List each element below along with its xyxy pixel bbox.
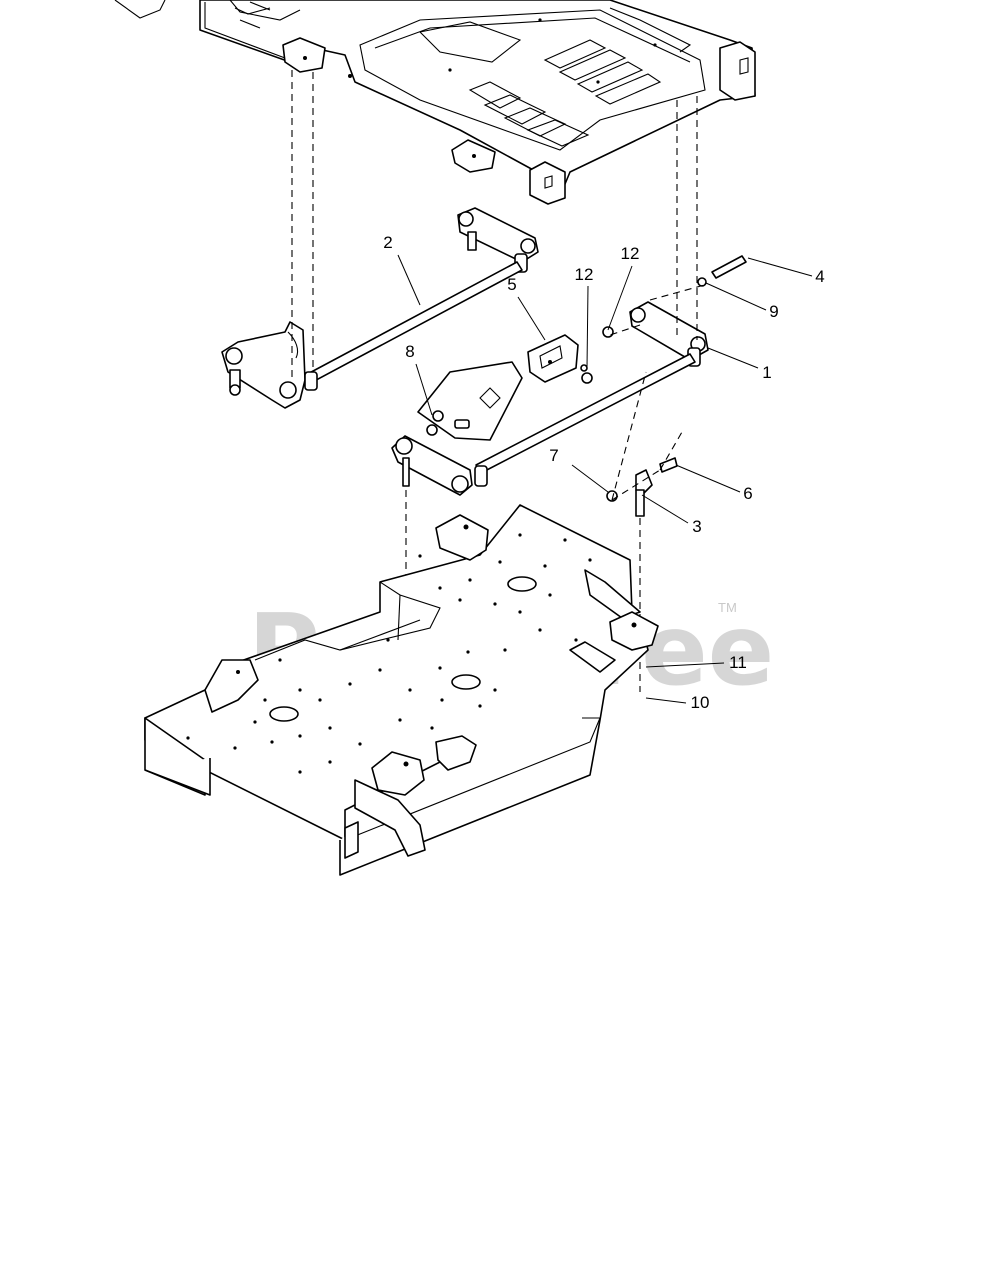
callout-c11: 11	[729, 653, 747, 672]
callout-labels: 2 5 12 12 4 9 1 8 7 6 3 11 10	[383, 233, 824, 712]
callout-c3: 3	[692, 517, 701, 536]
callout-c8: 8	[405, 342, 414, 361]
callout-c6: 6	[743, 484, 752, 503]
leader-line-c4	[747, 257, 813, 277]
leader-line-c10	[645, 697, 687, 704]
callout-c10: 10	[691, 693, 710, 712]
chassis-frame	[114, 0, 756, 205]
leader-line-c12b	[607, 265, 633, 331]
hanger-arm-assembly-left	[221, 207, 539, 409]
leader-line-c7	[571, 464, 609, 493]
hanger-arm-assembly-right	[391, 255, 747, 517]
leader-line-c6	[675, 464, 741, 493]
leader-line-c1	[707, 347, 759, 369]
watermark-trademark: TM	[718, 600, 737, 615]
callout-c4: 4	[815, 267, 824, 286]
deck-dots	[186, 533, 592, 774]
callout-c5: 5	[507, 275, 516, 294]
callout-c2: 2	[383, 233, 392, 252]
callout-c7: 7	[549, 446, 558, 465]
leader-line-c5	[517, 296, 546, 341]
leader-line-c2	[397, 254, 421, 306]
callout-c12a: 12	[575, 265, 594, 284]
leader-line-c12a	[586, 285, 589, 369]
callout-c12b: 12	[621, 244, 640, 263]
mower-deck	[144, 504, 659, 876]
leader-line-c8	[415, 363, 433, 416]
callout-c9: 9	[769, 302, 778, 321]
callout-c1: 1	[762, 363, 771, 382]
leader-line-c11	[645, 662, 725, 668]
leader-line-c3	[641, 494, 689, 524]
leader-line-c9	[705, 282, 767, 311]
